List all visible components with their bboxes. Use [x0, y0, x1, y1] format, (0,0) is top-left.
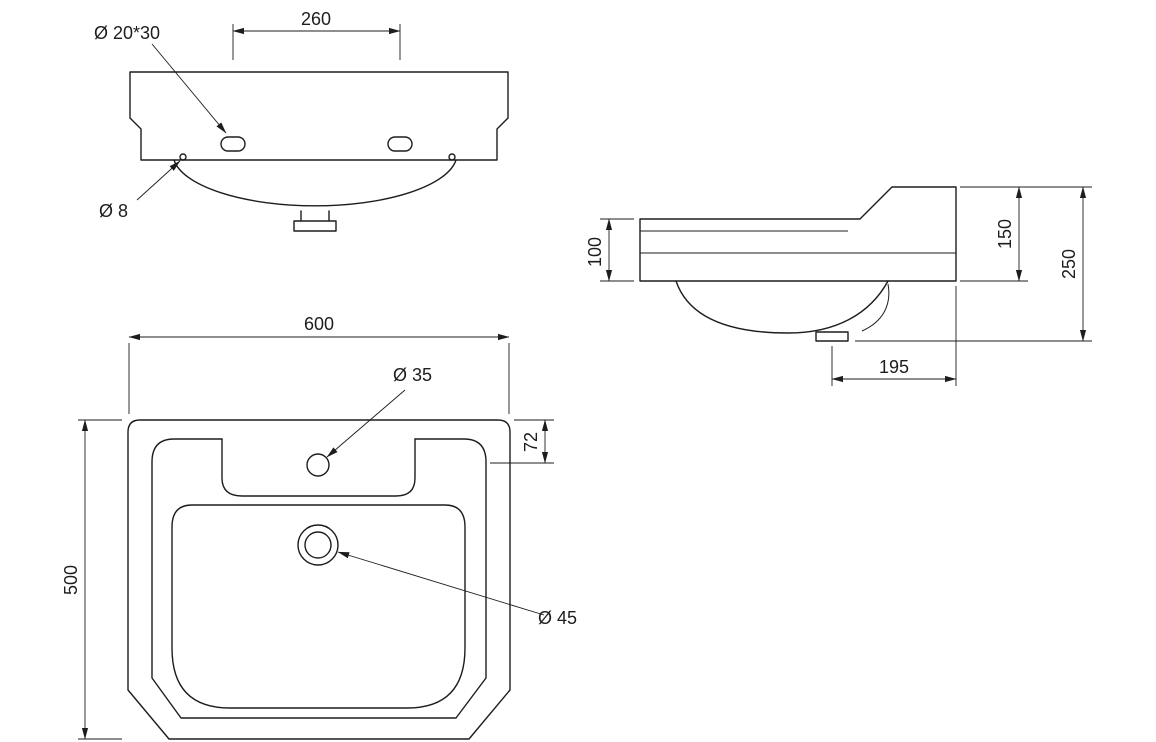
- side-overflow-curve: [861, 283, 890, 332]
- callout-waste-hole: Ø 45: [337, 551, 577, 628]
- plan-tap-hole: [306, 453, 330, 477]
- side-view: 100 150 250 195: [585, 186, 1092, 386]
- dim-overall-height: 250: [855, 186, 1092, 342]
- dim-hole-spacing-label: 260: [301, 9, 331, 29]
- side-waste-outlet: [815, 331, 849, 342]
- callout-tap-hole: Ø 35: [326, 365, 432, 458]
- dim-overall-height-label: 250: [1059, 249, 1079, 279]
- dim-overall-width: 600: [128, 314, 510, 414]
- callout-tap-slot: Ø 20*30: [94, 23, 227, 134]
- dim-overall-width-extension-lines: [128, 343, 510, 414]
- dim-hole-spacing-extension-lines: [232, 24, 401, 60]
- side-bowl-curve: [675, 280, 889, 334]
- plan-waste-hole-outer: [297, 524, 339, 566]
- dim-front-height-label: 100: [585, 237, 605, 267]
- fixing-hole-leader-line: [136, 160, 181, 201]
- side-profile-outline: [639, 186, 957, 282]
- front-basin-outline: [129, 71, 509, 161]
- tap-hole-label: Ø 35: [393, 365, 432, 385]
- front-tap-slot-left: [220, 136, 246, 152]
- dim-overall-depth-label: 500: [61, 565, 81, 595]
- dim-front-height-extension-lines: [600, 218, 634, 282]
- front-bowl-curve: [173, 159, 457, 207]
- waste-hole-label: Ø 45: [538, 608, 577, 628]
- dim-hole-spacing: 260: [232, 9, 401, 60]
- dim-depth-label: 195: [879, 357, 909, 377]
- dim-depth: 195: [831, 286, 957, 386]
- plan-tap-deck: [221, 438, 416, 497]
- dim-overall-width-label: 600: [304, 314, 334, 334]
- callout-fixing-hole: Ø 8: [99, 160, 181, 221]
- dim-back-height-label: 150: [995, 219, 1015, 249]
- front-fixing-hole-right: [448, 153, 456, 161]
- dim-back-height: 150: [960, 186, 1092, 282]
- plan-view: 600 Ø 35 Ø 45 500 72: [61, 314, 577, 740]
- tap-slot-label: Ø 20*30: [94, 23, 160, 43]
- dim-ledge-depth-label: 72: [521, 432, 541, 452]
- fixing-hole-label: Ø 8: [99, 201, 128, 221]
- dim-front-height: 100: [585, 218, 634, 282]
- front-view: 260 Ø 20*30 Ø 8: [94, 9, 509, 232]
- front-waste-outlet: [293, 210, 337, 232]
- plan-bowl-outline: [171, 504, 466, 709]
- front-fixing-hole-left: [179, 153, 187, 161]
- tap-slot-leader-line: [151, 43, 227, 134]
- dim-overall-depth: 500: [61, 419, 122, 740]
- plan-outer-outline: [127, 419, 511, 740]
- plan-rim-outline: [151, 438, 487, 719]
- tap-hole-leader-line: [326, 389, 406, 458]
- dim-ledge-depth: 72: [490, 419, 554, 464]
- plan-waste-hole-inner: [304, 531, 332, 559]
- front-tap-slot-right: [387, 136, 413, 152]
- waste-hole-leader-line: [337, 551, 545, 616]
